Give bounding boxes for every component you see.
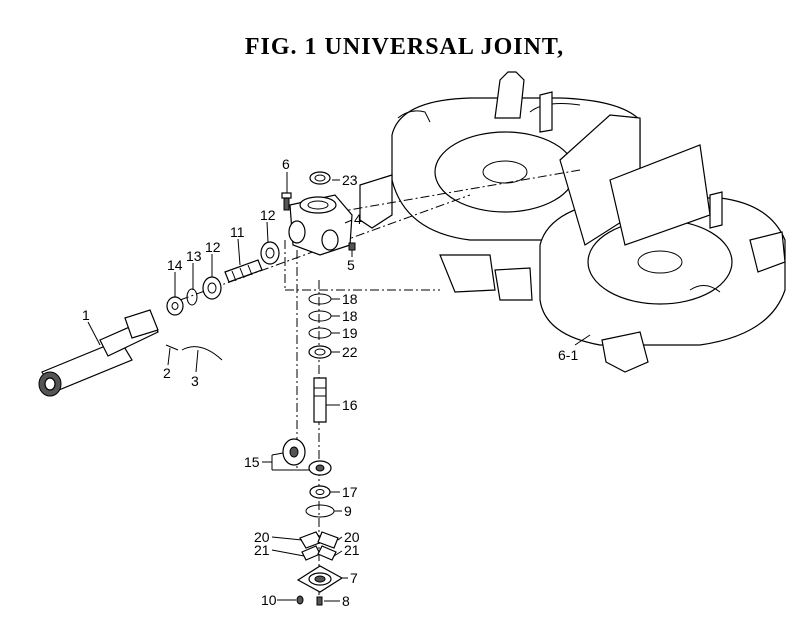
callout-6-1: 6-1 <box>558 347 578 363</box>
callout-16: 16 <box>342 397 358 413</box>
callout-4: 4 <box>354 211 362 227</box>
bearing-part-12-left <box>202 276 222 300</box>
bolt-part-8 <box>316 596 323 606</box>
callout-21: 21 <box>344 542 360 558</box>
callout-12: 12 <box>260 207 276 223</box>
washers-part-20-21 <box>299 531 339 561</box>
callout-2: 2 <box>163 365 171 381</box>
bearing-part-22 <box>308 345 332 359</box>
universal-joint-shaft <box>38 309 159 397</box>
callout-13: 13 <box>186 248 202 264</box>
callout-10: 10 <box>261 592 277 608</box>
callout-19: 19 <box>342 325 358 341</box>
callout-14: 14 <box>167 257 183 273</box>
callout-7: 7 <box>350 570 358 586</box>
ring-part-18-lower <box>308 310 332 322</box>
nut-part-10 <box>296 595 304 605</box>
washer-part-14 <box>166 296 184 316</box>
callout-18: 18 <box>342 308 358 324</box>
ring-part-18-upper <box>308 293 332 305</box>
bearing-part-17 <box>309 485 331 499</box>
callout-18: 18 <box>342 291 358 307</box>
pin-part-2 <box>165 344 179 351</box>
leader-lines <box>87 172 353 602</box>
wire-part-3 <box>181 346 223 361</box>
callout-12: 12 <box>205 239 221 255</box>
bearing-part-12-right <box>260 241 280 265</box>
callout-5: 5 <box>347 257 355 273</box>
callout-20: 20 <box>254 529 270 545</box>
callout-17: 17 <box>342 484 358 500</box>
callout-15: 15 <box>244 454 260 470</box>
callout-23: 23 <box>342 172 358 188</box>
pinion-shaft-part-11 <box>224 259 263 283</box>
callout-22: 22 <box>342 344 358 360</box>
gear-part-15 <box>282 438 332 476</box>
snap-ring-part-13 <box>186 288 198 306</box>
callout-21: 21 <box>254 542 270 558</box>
oil-seal-part-23 <box>309 171 331 185</box>
callout-labels: 1 2 3 14 13 12 11 12 6 23 4 5 18 18 19 2… <box>82 156 578 609</box>
shaft-part-16 <box>313 377 327 423</box>
callout-20: 20 <box>344 529 360 545</box>
o-ring-part-9 <box>305 504 335 518</box>
figure-title: FIG. 1 UNIVERSAL JOINT, <box>244 34 565 60</box>
callout-8: 8 <box>342 593 350 609</box>
callout-6: 6 <box>282 156 290 172</box>
ring-part-19 <box>308 327 332 339</box>
callout-3: 3 <box>191 373 199 389</box>
callout-11: 11 <box>230 224 245 240</box>
gear-housing-part-4 <box>288 194 353 256</box>
plug-part-5 <box>348 242 356 251</box>
cover-part-7 <box>296 565 344 593</box>
mower-deck <box>359 71 786 373</box>
callout-1: 1 <box>82 307 90 323</box>
callout-9: 9 <box>344 503 352 519</box>
